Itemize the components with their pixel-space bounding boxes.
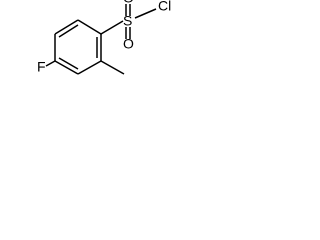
sulfur-label: S bbox=[123, 13, 132, 29]
fluorine-label: F bbox=[37, 59, 46, 75]
chlorine-label: Cl bbox=[158, 0, 171, 14]
ring-bond-4 bbox=[54, 60, 79, 75]
molecule-diagram: F S O O Cl bbox=[37, 0, 171, 75]
ring-bond-6 bbox=[54, 19, 79, 35]
ring-bond-1 bbox=[77, 19, 102, 35]
sulfonyl-bond bbox=[100, 20, 124, 35]
sulfur-chlorine-bond bbox=[134, 8, 157, 19]
oxygen-bottom-label: O bbox=[123, 36, 134, 52]
ring-bond-6-inner bbox=[58, 24, 79, 38]
ring-bond-4-inner bbox=[58, 57, 79, 70]
ring-bond-3 bbox=[77, 60, 102, 75]
oxygen-top-label: O bbox=[123, 0, 134, 6]
methyl-bond bbox=[100, 60, 125, 75]
structure-canvas: F S O O Cl bbox=[0, 0, 192, 128]
fluorine-bond bbox=[45, 60, 56, 67]
